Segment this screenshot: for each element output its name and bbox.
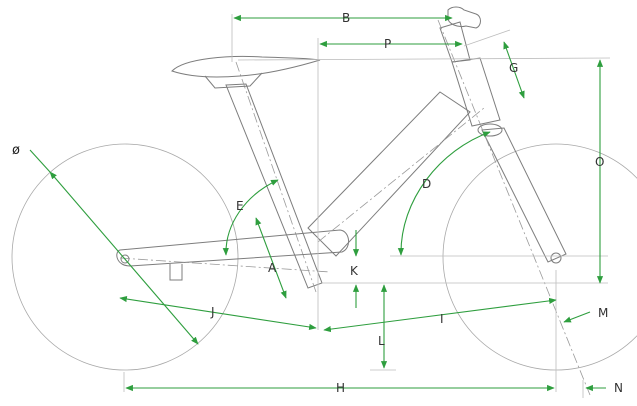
label-M: M [598, 306, 608, 320]
front-axle [550, 252, 562, 264]
dimension-lines [29, 14, 606, 392]
label-H: H [336, 381, 345, 395]
rear-wheel [11, 143, 239, 371]
dim-diameter [49, 171, 199, 345]
kickstand [169, 264, 183, 281]
label-B: B [342, 11, 350, 25]
bike-frame [11, 6, 637, 396]
stem [439, 21, 471, 63]
down-tube-centerline [317, 107, 485, 243]
label-G: G [509, 61, 518, 75]
chain-stay-centerline [119, 257, 331, 273]
dim-J [119, 296, 317, 330]
label-O: O [595, 155, 604, 169]
label-I: I [440, 312, 444, 326]
dimension-labels: ø B P G O D E A K J I L M H N [12, 11, 623, 395]
steering-axis [437, 19, 591, 396]
dim-E [222, 179, 279, 256]
label-D: D [422, 177, 431, 191]
dim-G [503, 41, 525, 99]
fork [481, 127, 567, 263]
label-A: A [268, 261, 277, 275]
label-J: J [210, 305, 215, 319]
label-P: P [384, 37, 391, 51]
down-tube [307, 91, 471, 257]
front-wheel [442, 143, 637, 371]
dim-A [255, 217, 287, 299]
saddle-rail [204, 72, 263, 89]
saddle [171, 55, 321, 78]
reference-lines [123, 14, 611, 398]
seat-tube [225, 83, 323, 289]
handlebar [447, 6, 481, 29]
label-diameter: ø [12, 143, 20, 158]
dim-D [397, 131, 491, 256]
seat-tube-centerline [235, 61, 317, 293]
label-E: E [236, 199, 244, 213]
label-K: K [350, 264, 359, 278]
label-L: L [378, 334, 385, 348]
head-tube [451, 57, 501, 127]
label-N: N [614, 381, 623, 395]
dim-M [563, 311, 591, 323]
dim-I [323, 297, 557, 333]
